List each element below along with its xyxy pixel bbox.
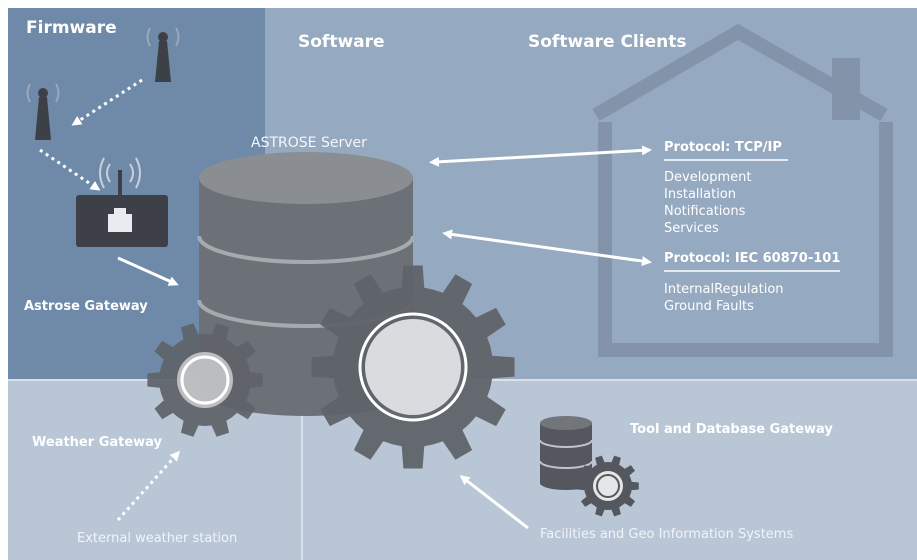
server-label: ASTROSE Server	[251, 135, 367, 151]
tcp-item: Services	[664, 221, 719, 236]
astrose-gateway-label: Astrose Gateway	[24, 299, 148, 314]
protocol-iec-items: InternalRegulation Ground Faults	[664, 281, 784, 315]
weather-gateway-label: Weather Gateway	[32, 435, 163, 450]
arrow-gateway-to-server	[117, 256, 179, 286]
section-software-clients: Software Clients	[528, 32, 687, 52]
arrow-server-tcp	[429, 145, 652, 167]
gear-icon-large-center	[311, 265, 515, 469]
arrow-facilities-to-server	[459, 475, 529, 530]
arrow-server-iec	[442, 229, 652, 266]
facilities-label: Facilities and Geo Information Systems	[540, 527, 794, 542]
dotted-arrow-antenna-to-router	[39, 148, 101, 191]
tool-db-icon	[539, 416, 593, 490]
weather-station-label: External weather station	[77, 531, 238, 546]
section-software: Software	[298, 32, 385, 52]
tool-db-gateway-label: Tool and Database Gateway	[630, 422, 833, 437]
iec-item: Ground Faults	[664, 299, 754, 314]
protocol-iec-title: Protocol: IEC 60870-101	[664, 251, 841, 266]
antenna-icon-top	[146, 27, 180, 82]
protocol-tcp-items: Development Installation Notifications S…	[664, 169, 752, 237]
section-firmware: Firmware	[26, 18, 117, 38]
router-icon	[76, 157, 168, 247]
tool-gear-icon	[577, 455, 639, 517]
dotted-arrow-weather	[116, 450, 181, 522]
iec-item: InternalRegulation	[664, 282, 784, 297]
tcp-item: Development	[664, 170, 752, 185]
antenna-icon-left	[26, 83, 60, 140]
gear-icon-small-left	[147, 323, 263, 437]
protocol-tcp-title: Protocol: TCP/IP	[664, 140, 782, 155]
tcp-item: Installation	[664, 187, 737, 202]
tcp-item: Notifications	[664, 204, 746, 219]
